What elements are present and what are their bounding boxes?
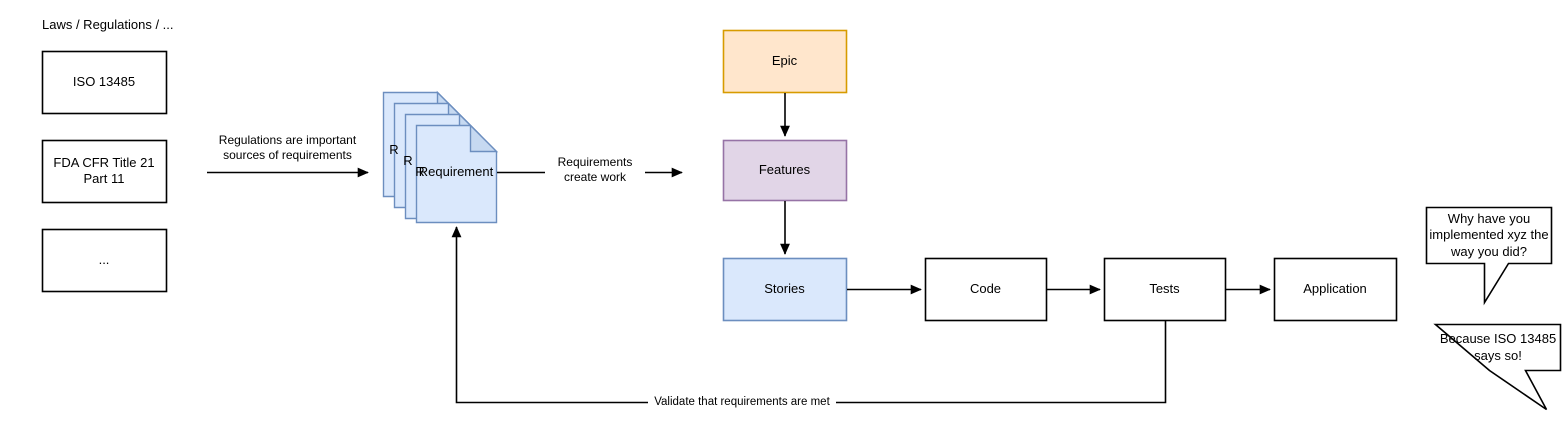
speech-bubble-answer[interactable]: [1433, 323, 1562, 411]
pipeline-box-application[interactable]: [1273, 257, 1398, 322]
regulation-box-fda[interactable]: [41, 139, 168, 204]
requirement-sheet-front[interactable]: [415, 123, 499, 224]
regulation-box-iso[interactable]: [41, 50, 168, 115]
work-box-epic[interactable]: [722, 29, 848, 94]
work-box-features[interactable]: [722, 139, 848, 202]
work-box-stories[interactable]: [722, 257, 848, 322]
regulation-box-more[interactable]: [41, 228, 168, 293]
pipeline-box-code[interactable]: [924, 257, 1048, 322]
speech-bubble-question[interactable]: [1425, 206, 1553, 306]
pipeline-box-tests[interactable]: [1103, 257, 1227, 322]
